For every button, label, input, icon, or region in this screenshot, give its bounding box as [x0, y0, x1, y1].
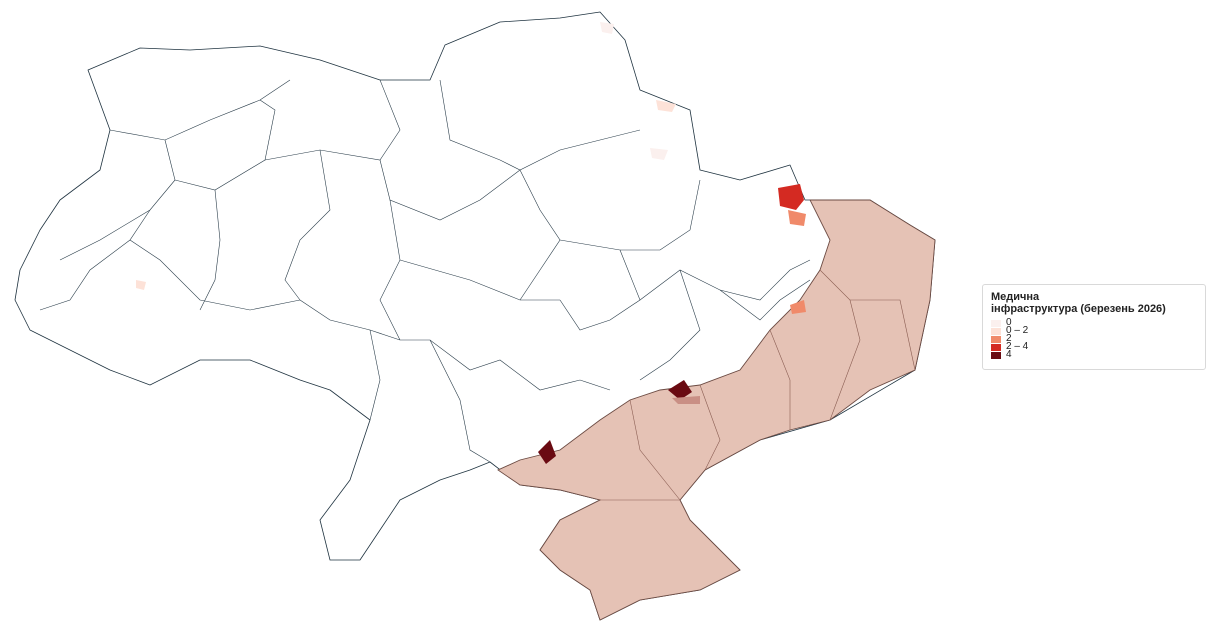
legend-swatch — [991, 335, 1001, 343]
cluster-zaporizhzhia-adj — [672, 396, 700, 404]
legend-item: 0 – 2 — [991, 325, 1197, 336]
cluster-chernihiv — [600, 22, 614, 34]
cluster-sumy-2 — [650, 148, 668, 160]
cluster-kherson — [538, 440, 556, 464]
legend-item: 2 — [991, 333, 1197, 344]
medical-infrastructure-points — [136, 22, 806, 464]
legend-label: 2 – 4 — [1006, 341, 1029, 352]
legend-item: 4 — [991, 349, 1197, 360]
cluster-donetsk — [790, 300, 806, 314]
cluster-kharkiv-north — [778, 184, 804, 210]
legend-swatch — [991, 327, 1001, 335]
legend-label: 2 — [1006, 333, 1012, 344]
legend-label: 0 – 2 — [1006, 325, 1029, 336]
occupied-borders — [600, 269, 916, 501]
legend-swatch — [991, 351, 1001, 359]
legend-swatch — [991, 319, 1001, 327]
oblast-borders — [39, 79, 811, 463]
legend-item: 0 — [991, 317, 1197, 328]
legend-item: 2 – 4 — [991, 341, 1197, 352]
cluster-west — [136, 280, 146, 290]
legend-title: Медична інфраструктура (березень 2026) — [991, 291, 1166, 315]
cluster-sumy — [656, 100, 676, 112]
legend-label: 0 — [1006, 317, 1012, 328]
cluster-kharkiv-south — [788, 210, 806, 226]
legend: Медична інфраструктура (березень 2026) 0… — [982, 284, 1206, 370]
legend-label: 4 — [1006, 349, 1012, 360]
legend-items: 0 0 – 2 2 2 – 4 4 — [991, 317, 1197, 360]
cluster-zaporizhzhia — [668, 380, 692, 400]
legend-swatch — [991, 343, 1001, 351]
